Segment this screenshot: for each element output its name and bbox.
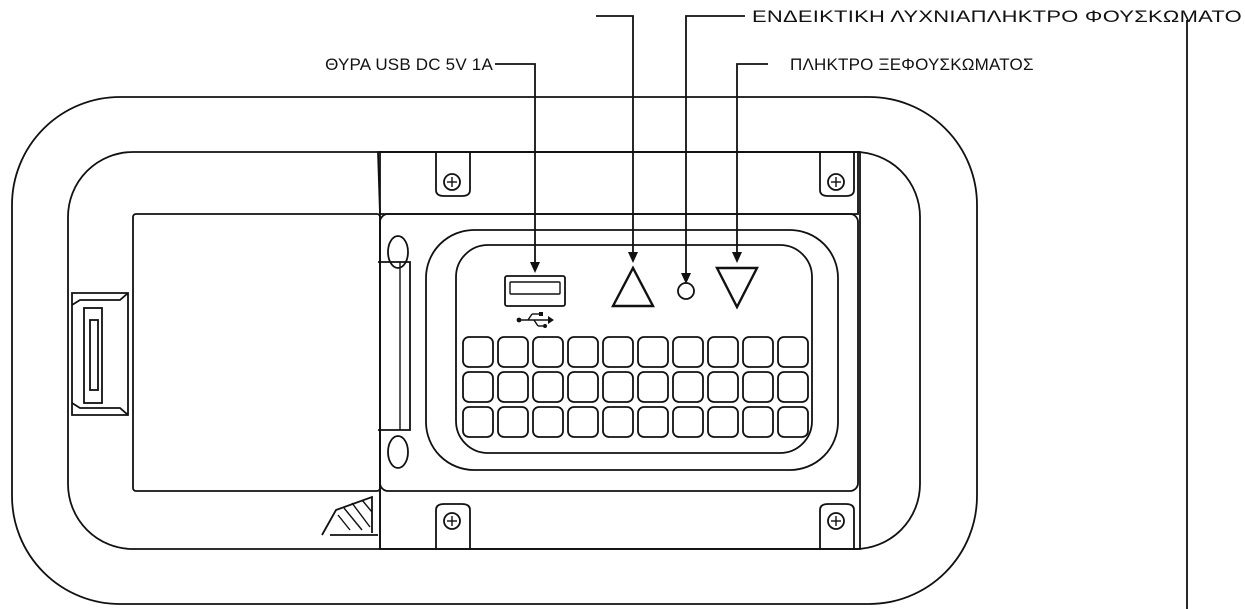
screw-top-right (819, 152, 855, 197)
grille-cell (602, 371, 634, 403)
grille-cell (707, 336, 739, 368)
grille-cell (497, 371, 529, 403)
screw-top-left (435, 152, 471, 197)
grille-cell (602, 406, 634, 438)
grille-cell (777, 336, 809, 368)
label-usb-port: ΘΥΡΑ USB DC 5V 1A (325, 55, 493, 74)
grille-cell (637, 371, 669, 403)
flap-panel (132, 213, 381, 492)
vent-grille (462, 336, 809, 438)
triangle-down-icon[interactable] (715, 266, 759, 310)
leader-inflate-button (596, 15, 634, 258)
grille-cell (567, 406, 599, 438)
central-panel (377, 151, 861, 550)
grille-cell (497, 336, 529, 368)
grille-cell (672, 336, 704, 368)
rail-slot-bottom (387, 435, 409, 469)
grille-cell (707, 406, 739, 438)
control-plate (425, 229, 839, 471)
grille-cell (742, 406, 774, 438)
label-deflate-button: ΠΛΗΚΤΡΟ ΞΕΦΟΥΣΚΩΜΑΤΟΣ (790, 55, 1034, 74)
grille-cell (462, 406, 494, 438)
panel-recess (379, 213, 859, 492)
grille-cell (742, 336, 774, 368)
grille-cell (742, 371, 774, 403)
screw-bottom-left (435, 503, 471, 549)
leader-indicator-light (685, 15, 745, 279)
housing-inner (67, 151, 921, 550)
grille-cell (532, 371, 564, 403)
grille-cell (777, 371, 809, 403)
grille-cell (567, 336, 599, 368)
grille-cell (532, 406, 564, 438)
side-latch (71, 292, 129, 416)
usb-icon (516, 312, 554, 328)
grille-cell (777, 406, 809, 438)
led-circle-icon (677, 282, 695, 300)
grille-cell (497, 406, 529, 438)
grille-cell (462, 371, 494, 403)
grille-cell (707, 371, 739, 403)
panel-outline (377, 151, 859, 215)
panel-rail (378, 261, 411, 431)
leader-deflate-button (736, 63, 768, 258)
grille-cell (567, 371, 599, 403)
screw-bottom-right (819, 503, 855, 549)
grille-cell (672, 371, 704, 403)
grille-cell (672, 406, 704, 438)
grille-cell (532, 336, 564, 368)
callout-leaders (495, 15, 768, 284)
grille-cell (637, 406, 669, 438)
label-indicator-inflate: ΕΝΔΕΙΚΤΙΚΗ ΛΥΧΝΙΑΠΛΗΚΤΡΟ ΦΟΥΣΚΩΜΑΤΟ (752, 7, 1242, 26)
side-flap (71, 213, 381, 536)
rail-slot-top (387, 235, 409, 269)
usb-port[interactable] (504, 275, 566, 307)
panel-face (379, 151, 861, 550)
housing-outer (11, 96, 978, 605)
grille-cell (462, 336, 494, 368)
grille-cell (602, 336, 634, 368)
control-plate-outer (425, 229, 839, 471)
leader-usb-port (495, 63, 536, 268)
cable-grommet (321, 495, 378, 536)
grille-cell (637, 336, 669, 368)
control-plate-inner (455, 244, 813, 454)
triangle-up-icon[interactable] (611, 265, 655, 308)
